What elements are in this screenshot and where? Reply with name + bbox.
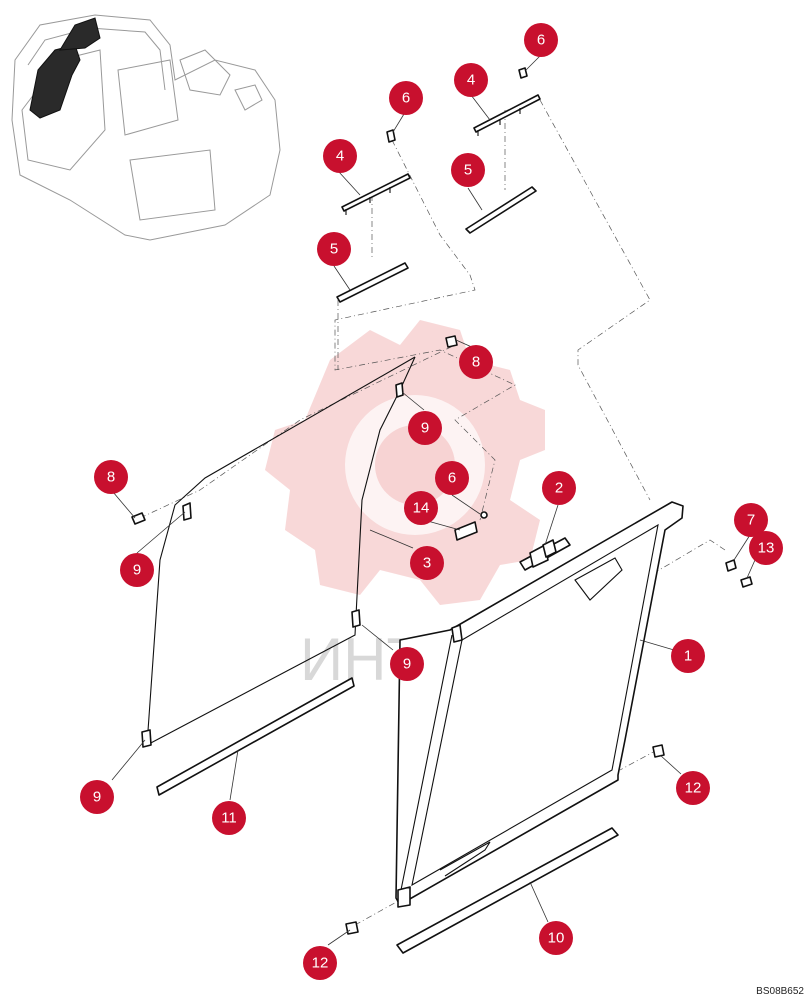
rail-bracket-upper-right: [465, 67, 541, 234]
seal-strip-bottom: [396, 827, 619, 954]
svg-text:9: 9: [403, 656, 411, 673]
callout-7: 7: [734, 503, 768, 537]
svg-text:3: 3: [423, 555, 431, 572]
callout-13: 13: [749, 531, 783, 565]
callout-8: 8: [94, 460, 128, 494]
callout-9: 9: [120, 553, 154, 587]
callout-5: 5: [451, 153, 485, 187]
svg-text:10: 10: [548, 930, 565, 947]
seal-strip-lower: [156, 677, 355, 796]
callout-4: 4: [323, 139, 357, 173]
callout-3: 3: [410, 546, 444, 580]
svg-text:11: 11: [221, 810, 237, 827]
svg-text:9: 9: [93, 789, 101, 806]
callout-9: 9: [408, 411, 442, 445]
lock-assembly: [454, 511, 571, 571]
svg-text:14: 14: [413, 500, 430, 517]
svg-text:9: 9: [421, 420, 429, 437]
svg-text:12: 12: [685, 780, 702, 797]
svg-text:13: 13: [758, 540, 775, 557]
door-frame: [395, 501, 684, 908]
svg-text:8: 8: [107, 469, 115, 486]
svg-text:6: 6: [537, 32, 545, 49]
svg-text:5: 5: [330, 241, 338, 258]
callouts: 6 4 5 6 4 5 8 9 8 9 6 14 2 3 7 13 1 9 9 …: [80, 23, 783, 980]
callout-12: 12: [676, 771, 710, 805]
svg-text:6: 6: [448, 470, 456, 487]
callout-1: 1: [671, 639, 705, 673]
screw-parts: [725, 559, 753, 588]
svg-text:4: 4: [467, 72, 475, 89]
callout-8: 8: [459, 345, 493, 379]
drawing-code: BS08B652: [756, 986, 804, 997]
svg-text:2: 2: [555, 480, 563, 497]
door-glass-panel: [131, 335, 458, 748]
callout-6: 6: [435, 461, 469, 495]
svg-text:12: 12: [312, 955, 329, 972]
callout-4: 4: [454, 63, 488, 97]
callout-2: 2: [542, 471, 576, 505]
svg-text:5: 5: [464, 162, 472, 179]
callout-6: 6: [524, 23, 558, 57]
svg-text:7: 7: [747, 512, 755, 529]
svg-text:8: 8: [472, 354, 480, 371]
callout-14: 14: [404, 491, 438, 525]
callout-5: 5: [317, 232, 351, 266]
callout-9: 9: [80, 780, 114, 814]
callout-10: 10: [539, 921, 573, 955]
callout-9: 9: [390, 647, 424, 681]
callout-6: 6: [389, 81, 423, 115]
svg-text:1: 1: [684, 648, 692, 665]
svg-text:4: 4: [336, 148, 344, 165]
cab-inset: [11, 14, 281, 241]
svg-text:9: 9: [133, 562, 141, 579]
rail-bracket-upper-left: [336, 129, 411, 303]
callout-11: 11: [212, 801, 246, 835]
svg-text:6: 6: [402, 90, 410, 107]
callout-12: 12: [303, 946, 337, 980]
